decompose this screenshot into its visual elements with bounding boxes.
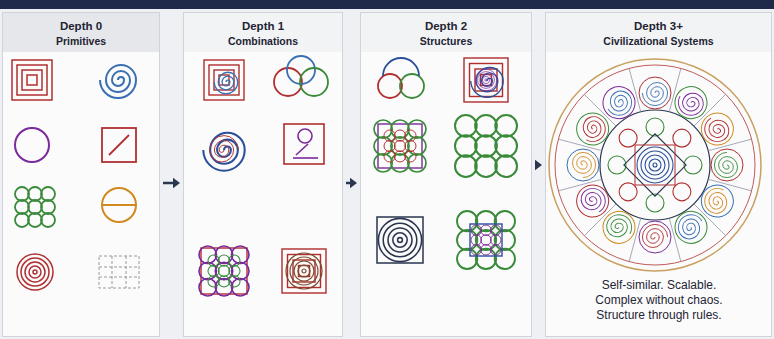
structures [374, 58, 517, 269]
depth-panel: Depth 1Combinations [183, 12, 343, 337]
depth-subheading: Combinations [184, 34, 342, 49]
flow-arrow [163, 178, 180, 189]
depth-subheading: Primitives [3, 34, 159, 49]
primitives [12, 60, 139, 290]
caption-text: Self-similar. Scalable. Complex without … [579, 278, 739, 323]
arrow-head [350, 178, 357, 189]
flow-arrow [535, 160, 542, 171]
flow-arrow [346, 178, 357, 189]
combinations [199, 56, 328, 296]
depth-heading: Depth 0 [3, 18, 159, 34]
arrow-head [535, 160, 542, 171]
depth-panel: Depth 2Structures [360, 12, 532, 337]
depth-subheading: Civilizational Systems [546, 34, 771, 49]
depth-panel: Depth 0Primitives [2, 12, 160, 337]
mandala [549, 59, 761, 271]
arrow-head [173, 178, 180, 189]
depth-heading: Depth 3+ [546, 18, 771, 34]
depth-heading: Depth 1 [184, 18, 342, 34]
depth-subheading: Structures [361, 34, 531, 49]
depth-heading: Depth 2 [361, 18, 531, 34]
top-bar [0, 0, 774, 9]
depth-panel: Depth 3+Civilizational SystemsSelf-simil… [545, 12, 772, 337]
